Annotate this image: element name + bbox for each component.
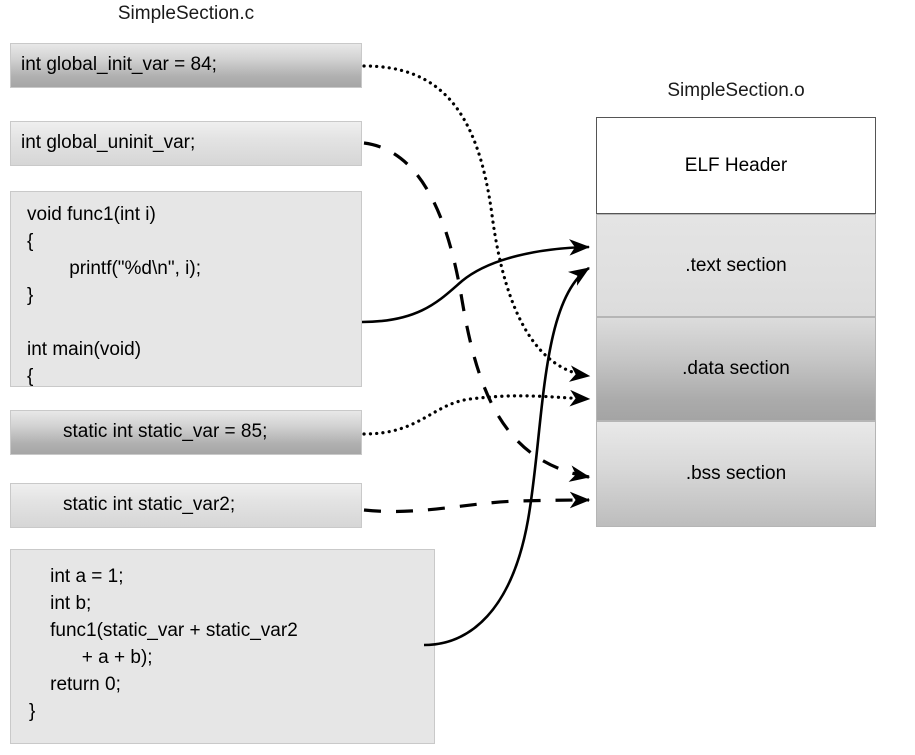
link-static-var-to-data bbox=[362, 389, 591, 436]
obj-section-text: .text section bbox=[596, 214, 876, 317]
link-static-var2-to-bss bbox=[363, 491, 591, 514]
src-box-main-body: int a = 1; int b; func1(static_var + sta… bbox=[10, 549, 435, 744]
src-box-global-init-var: int global_init_var = 84; bbox=[10, 43, 362, 88]
src-box-static-var: static int static_var = 85; bbox=[10, 410, 362, 455]
src-box-global-uninit-var: int global_uninit_var; bbox=[10, 121, 362, 166]
obj-section-bss-label: .bss section bbox=[685, 463, 787, 484]
link-global-uninit-var-to-bss bbox=[363, 141, 591, 482]
link-func1-to-text bbox=[361, 239, 591, 324]
obj-section-data: .data section bbox=[596, 317, 876, 421]
obj-section-elf-header-label: ELF Header bbox=[684, 154, 788, 176]
link-global-init-var-to-data bbox=[362, 64, 591, 382]
obj-section-elf-header: ELF Header bbox=[596, 117, 876, 214]
object-file-title: SimpleSection.o bbox=[667, 80, 805, 101]
obj-section-text-label: .text section bbox=[685, 254, 787, 276]
obj-section-data-label: .data section bbox=[682, 358, 790, 379]
link-main-body-to-text bbox=[423, 266, 590, 647]
src-box-func1-and-main: void func1(int i) { printf("%d\n", i); }… bbox=[10, 191, 362, 387]
obj-section-bss: .bss section bbox=[596, 421, 876, 527]
src-box-static-var2: static int static_var2; bbox=[10, 483, 362, 528]
source-file-title: SimpleSection.c bbox=[117, 3, 255, 24]
